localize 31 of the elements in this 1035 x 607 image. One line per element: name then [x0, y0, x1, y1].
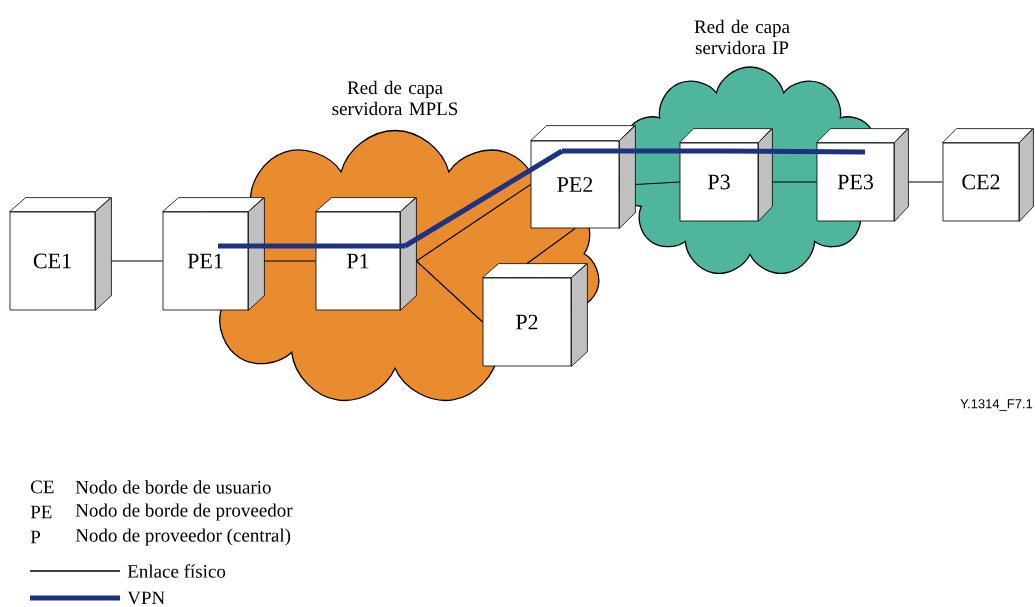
- network-node-box: CE1: [9, 197, 112, 311]
- abbreviation: P: [30, 530, 40, 544]
- abbreviation-definition: Nodo de proveedor (central): [75, 528, 291, 546]
- abbreviation-definition: Nodo de borde de usuario: [75, 480, 271, 494]
- link-line: [415, 260, 484, 323]
- figure-id: Y.1314_F7.1: [960, 399, 1033, 411]
- link-line: [907, 181, 944, 183]
- vpn-path: [218, 243, 405, 249]
- vpn-path: [562, 148, 719, 154]
- node-label: Red de capa servidora IP: [694, 19, 790, 55]
- network-node-box: PE2: [530, 125, 636, 229]
- node-label: Red de capa servidora MPLS: [332, 80, 458, 116]
- abbreviation: PE: [30, 505, 52, 519]
- network-node-box: P1: [315, 197, 417, 311]
- network-node-box: P3: [679, 128, 773, 222]
- network-node-box: PE1: [162, 197, 265, 311]
- abbreviation-definition: Nodo de borde de proveedor: [75, 503, 293, 521]
- link-line: [263, 260, 317, 262]
- network-node-box: P2: [482, 263, 588, 367]
- legend-text: Enlace físico: [127, 564, 226, 578]
- link-line: [526, 227, 576, 265]
- vpn-path: [719, 148, 866, 155]
- abbreviation: CE: [31, 480, 54, 494]
- link-line: [110, 260, 164, 262]
- network-node-box: PE3: [816, 128, 909, 222]
- legend-text: VPN: [127, 591, 165, 605]
- network-node-box: CE2: [942, 128, 1034, 222]
- link-line: [634, 181, 681, 186]
- link-line: [415, 183, 532, 262]
- link-line: [771, 181, 818, 183]
- vpn-path: [403, 148, 564, 249]
